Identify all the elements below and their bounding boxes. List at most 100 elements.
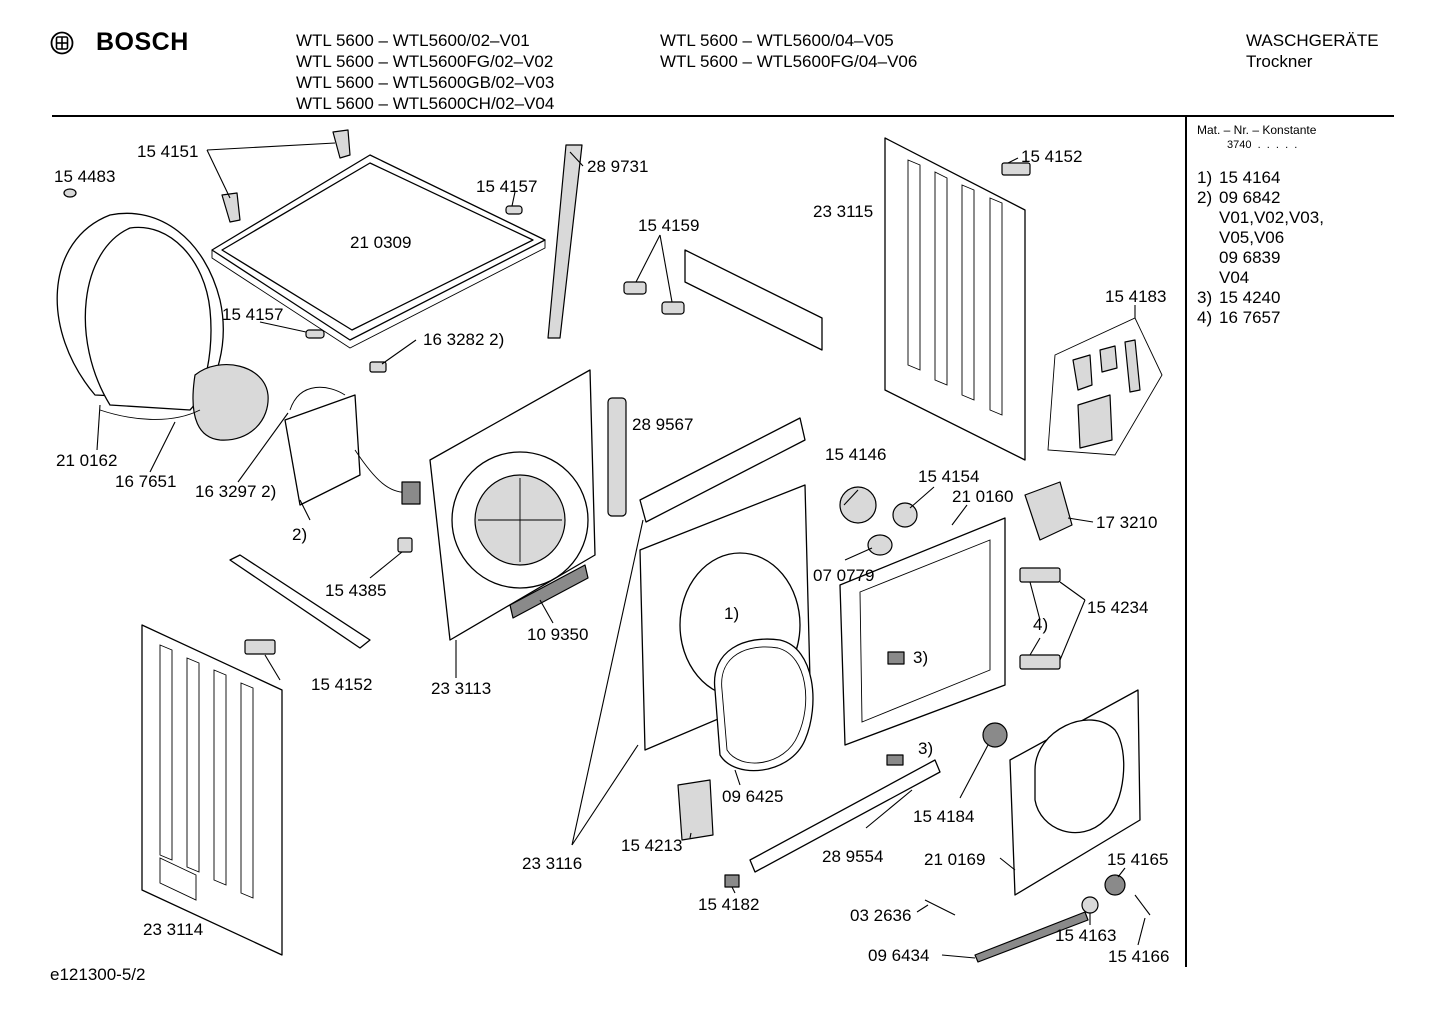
callout-label: 15 4157 — [476, 177, 537, 196]
note-line: V05,V06 — [1219, 228, 1285, 247]
clip-part[interactable] — [397, 537, 413, 553]
control-rail-part[interactable] — [684, 249, 823, 351]
callout-label: 15 4234 — [1087, 598, 1148, 617]
note-number: 3) — [1197, 288, 1213, 307]
callout-label: 23 3113 — [431, 679, 491, 698]
clip-part[interactable] — [724, 874, 740, 888]
callout-labels: 15 4151 15 4483 21 0309 15 4157 15 4157 … — [54, 142, 1169, 966]
clip-part[interactable] — [623, 281, 647, 295]
knob-part[interactable] — [982, 722, 1008, 748]
drawing-code: e121300-5/2 — [50, 965, 146, 984]
callout-label: 15 4385 — [325, 581, 386, 600]
callout-label: 15 4152 — [1021, 147, 1082, 166]
callout-label: 15 4163 — [1055, 926, 1116, 945]
model-line: WTL 5600 – WTL5600FG/04–V06 — [660, 52, 918, 71]
note-line: 09 6839 — [1219, 248, 1281, 267]
note-item-continued: V04 — [1197, 268, 1387, 288]
lamp-bulb-part[interactable] — [867, 534, 893, 556]
note-item: 3) 15 4240 — [1197, 288, 1387, 308]
category-title: WASCHGERÄTE — [1246, 31, 1379, 50]
heater-rod-part[interactable] — [607, 397, 627, 517]
material-sidebar: Mat. – Nr. – Konstante 3740 . . . . . 1)… — [1197, 123, 1387, 328]
sidebar-divider — [1185, 117, 1187, 967]
leader-lines — [96, 142, 1146, 959]
hinge-part[interactable] — [1019, 654, 1061, 670]
callout-label: 16 3297 2) — [195, 482, 276, 501]
callout-label: 07 0779 — [813, 566, 874, 585]
note-line: 15 4240 — [1219, 288, 1281, 307]
callout-label: 3) — [918, 739, 933, 758]
screw-part[interactable] — [63, 188, 77, 198]
door-catch-set-part[interactable] — [1047, 317, 1163, 456]
bulkhead-panel-part[interactable] — [429, 369, 596, 641]
door-handle-part[interactable] — [1104, 874, 1126, 896]
connector-part[interactable] — [369, 361, 387, 373]
callout-label: 1) — [724, 604, 739, 623]
callout-label: 10 9350 — [527, 625, 588, 644]
note-line: 09 6842 — [1219, 188, 1281, 207]
pad-part[interactable] — [244, 639, 276, 655]
seal-strip-part[interactable] — [547, 144, 583, 339]
callout-label: 21 0309 — [350, 233, 411, 252]
callout-label: 15 4157 — [222, 305, 283, 324]
hinge-bracket-part[interactable] — [221, 129, 351, 223]
door-pin-part[interactable] — [1134, 894, 1151, 916]
callout-label: 15 4183 — [1105, 287, 1166, 306]
door-stop-part[interactable] — [1081, 896, 1099, 914]
lamp-socket-part[interactable] — [892, 502, 918, 528]
callout-label: 17 3210 — [1096, 513, 1157, 532]
callout-label: 16 7651 — [115, 472, 176, 491]
callout-label: 28 9554 — [822, 847, 883, 866]
category-subtitle: Trockner — [1246, 52, 1313, 71]
pad-part[interactable] — [1001, 162, 1031, 176]
lock-switch-part[interactable] — [677, 779, 714, 841]
rear-panel-part[interactable] — [884, 137, 1026, 461]
callout-label: 23 3114 — [143, 920, 203, 939]
front-panel-part[interactable] — [839, 517, 1006, 746]
exploded-parts-diagram: 15 4151 15 4483 21 0309 15 4157 15 4157 … — [54, 129, 1169, 966]
top-cover-part[interactable] — [211, 154, 546, 349]
callout-label: 03 2636 — [850, 906, 911, 925]
callout-label: 2) — [292, 525, 307, 544]
callout-label: 21 0160 — [952, 487, 1013, 506]
insert-part[interactable] — [886, 754, 904, 766]
model-line: WTL 5600 – WTL5600FG/02–V02 — [296, 52, 554, 71]
pad-part[interactable] — [505, 205, 523, 215]
callout-label: 15 4152 — [311, 675, 372, 694]
callout-label: 3) — [913, 648, 928, 667]
callout-label: 15 4154 — [918, 467, 979, 486]
note-item-continued: 09 6839 — [1197, 248, 1387, 268]
note-number: 1) — [1197, 168, 1213, 187]
pad-part[interactable] — [305, 329, 325, 339]
model-line: WTL 5600 – WTL5600/02–V01 — [296, 31, 530, 50]
heater-module-part[interactable] — [284, 386, 421, 506]
model-line: WTL 5600 – WTL5600/04–V05 — [660, 31, 894, 50]
door-seal-part[interactable] — [713, 638, 814, 772]
drive-belt-part[interactable] — [974, 911, 1089, 963]
brand-name: BOSCH — [96, 28, 189, 56]
callout-label: 21 0169 — [924, 850, 985, 869]
callout-label: 15 4146 — [825, 445, 886, 464]
callout-label: 28 9731 — [587, 157, 648, 176]
callout-label: 09 6425 — [722, 787, 783, 806]
callout-label: 15 4159 — [638, 216, 699, 235]
hinge-part[interactable] — [1019, 567, 1061, 583]
callout-label: 15 4165 — [1107, 850, 1168, 869]
note-item-continued: V05,V06 — [1197, 228, 1387, 248]
trim-strip-part[interactable] — [749, 759, 941, 873]
door-lock-part[interactable] — [1024, 481, 1073, 541]
drum-housing-part[interactable] — [56, 212, 269, 441]
model-line: WTL 5600 – WTL5600CH/02–V04 — [296, 94, 555, 113]
guide-rail-part[interactable] — [229, 554, 371, 649]
model-list-secondary: WTL 5600 – WTL5600/04–V05 WTL 5600 – WTL… — [660, 30, 917, 72]
door-part[interactable] — [1009, 689, 1141, 896]
clip-part[interactable] — [661, 301, 685, 315]
callout-label: 4) — [1033, 615, 1048, 634]
model-list-primary: WTL 5600 – WTL5600/02–V01 WTL 5600 – WTL… — [296, 30, 554, 114]
note-number: 4) — [1197, 308, 1213, 327]
note-list: 1) 15 4164 2) 09 6842 V01,V02,V03, V05,V… — [1197, 168, 1387, 328]
lamp-cover-part[interactable] — [839, 486, 877, 524]
side-panel-part[interactable] — [141, 624, 283, 956]
note-item: 2) 09 6842 — [1197, 188, 1387, 208]
screw-part[interactable] — [924, 899, 956, 916]
